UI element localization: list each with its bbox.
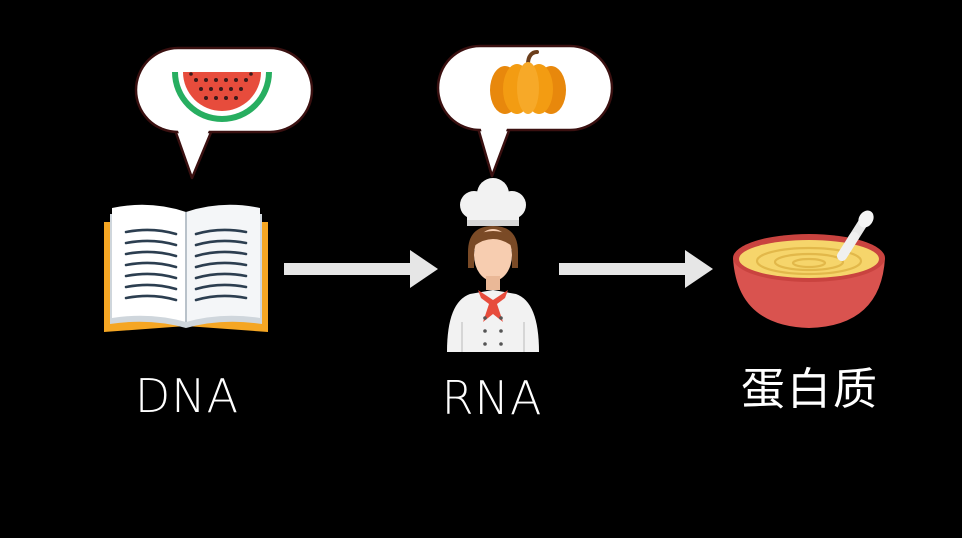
soup-bowl-icon (733, 210, 885, 328)
protein-label: 蛋白质 (741, 364, 879, 415)
right-arrow-icon (559, 250, 713, 288)
speech-bubble-pumpkin (436, 44, 614, 178)
open-book-icon (104, 204, 268, 332)
watermelon-icon (172, 72, 272, 122)
pumpkin-icon (490, 50, 566, 114)
chef-icon (447, 178, 539, 352)
rna-label: RNA (441, 371, 543, 425)
speech-bubble-watermelon (134, 46, 314, 180)
right-arrow-icon (284, 250, 438, 288)
dna-label: DNA (134, 369, 240, 423)
